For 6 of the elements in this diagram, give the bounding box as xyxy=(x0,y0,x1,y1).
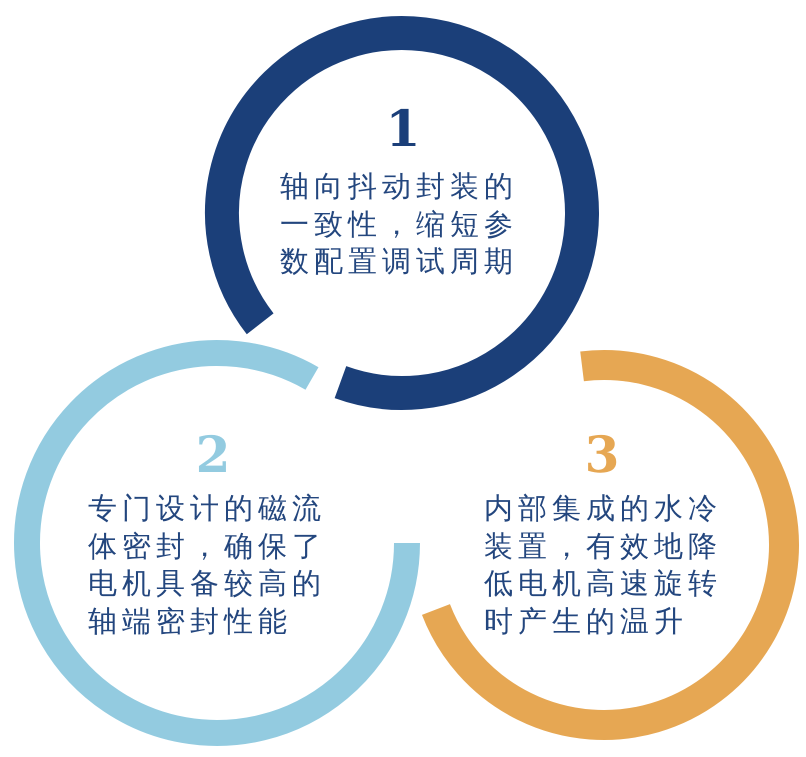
step-number: 2 xyxy=(196,430,230,480)
description-text: 轴向抖动封装的一致性，缩短参数配置调试周期 xyxy=(280,168,519,280)
step-number: 1 xyxy=(386,104,420,154)
step-number: 3 xyxy=(584,430,620,480)
description-text: 专门设计的磁流体密封，确保了电机具备较高的轴端密封性能 xyxy=(88,490,327,640)
description-text: 内部集成的水冷装置，有效地降低电机高速旋转时产生的温升 xyxy=(484,490,723,640)
